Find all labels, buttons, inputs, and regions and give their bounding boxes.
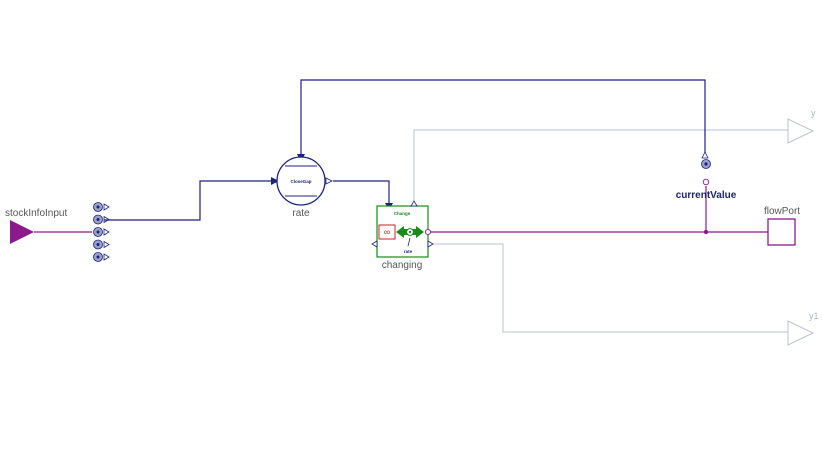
rate-label: rate: [292, 208, 310, 219]
arrow-into-rate-left: [271, 177, 279, 185]
changing-flow-port: [424, 228, 432, 236]
svg-text:∞: ∞: [384, 227, 390, 237]
bus-connector[interactable]: [93, 202, 110, 262]
bus-node: [93, 202, 110, 212]
bus-node: [93, 214, 110, 225]
bus-node: [93, 239, 110, 250]
flow-port-box[interactable]: [767, 218, 796, 246]
bus-node: [93, 252, 110, 262]
close-gap-label: CloseGap: [290, 179, 311, 184]
rate-block[interactable]: CloseGap: [276, 156, 333, 206]
stock-info-input-port[interactable]: [10, 220, 34, 244]
flow-port-label: flowPort: [764, 206, 800, 217]
current-value-flow-port: [702, 178, 710, 186]
current-value-output-port: [701, 151, 709, 159]
output-y-port[interactable]: [787, 118, 815, 144]
stock-info-input-label: stockInfoInput: [5, 208, 67, 219]
changing-block[interactable]: Change ∞ rate: [371, 200, 434, 258]
output-y1-port[interactable]: [787, 320, 815, 346]
change-title: Change: [394, 211, 411, 216]
infinite-source-icon: [378, 224, 396, 240]
current-value-label: currentValue: [676, 190, 737, 201]
connection-rate-to-changing[interactable]: [333, 180, 390, 206]
flow-arrow-icon: [396, 226, 424, 238]
junction-dot: [703, 229, 709, 235]
bus-node: [93, 227, 110, 237]
output-y1-label: y1: [809, 311, 819, 321]
changing-left-port: [371, 240, 378, 248]
output-y-label: y: [811, 108, 816, 118]
rate-indicator-line: [407, 237, 411, 247]
current-value-sensor[interactable]: [701, 151, 711, 186]
connection-y1[interactable]: [430, 243, 790, 333]
changing-top-port: [410, 200, 418, 207]
connection-feedback[interactable]: [300, 79, 706, 156]
connection-bus-to-rate[interactable]: [104, 180, 274, 221]
change-rate-label: rate: [404, 249, 413, 254]
changing-label: changing: [382, 260, 423, 271]
connection-y[interactable]: [413, 129, 790, 206]
rate-output-port: [325, 177, 333, 185]
changing-right-port: [427, 240, 434, 248]
